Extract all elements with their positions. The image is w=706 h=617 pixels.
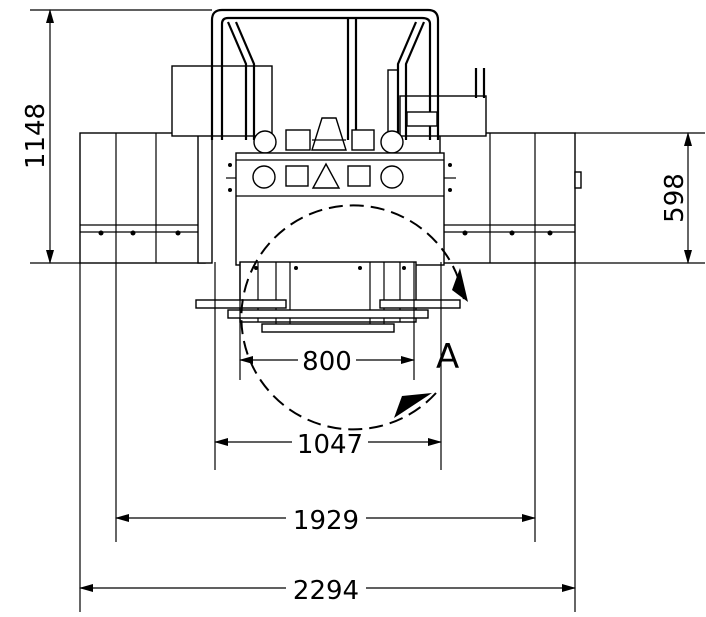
undercarriage	[195, 261, 461, 333]
inner-width-label: 800	[302, 347, 352, 377]
machine-outline	[79, 8, 582, 333]
top-controls	[253, 117, 404, 154]
dimension-inner-width: 800	[239, 262, 415, 380]
dimension-mid-width: 1047	[214, 262, 442, 470]
side-height-label: 598	[660, 173, 690, 223]
rotation-label: A	[436, 337, 459, 377]
total-height-label: 1148	[21, 103, 51, 169]
left-track	[79, 132, 213, 264]
roll-cage	[210, 8, 440, 140]
control-panel	[226, 152, 456, 266]
rotation-arc	[240, 204, 468, 431]
total-width-label: 2294	[293, 576, 359, 606]
dimension-side-height: 598	[575, 132, 705, 264]
right-track	[439, 132, 582, 264]
tracks-width-label: 1929	[293, 506, 359, 536]
dimension-total-height: 1148	[21, 9, 212, 264]
dimension-total-width: 2294	[79, 263, 576, 612]
mid-width-label: 1047	[297, 430, 363, 460]
dimension-tracks-width: 1929	[115, 263, 536, 542]
